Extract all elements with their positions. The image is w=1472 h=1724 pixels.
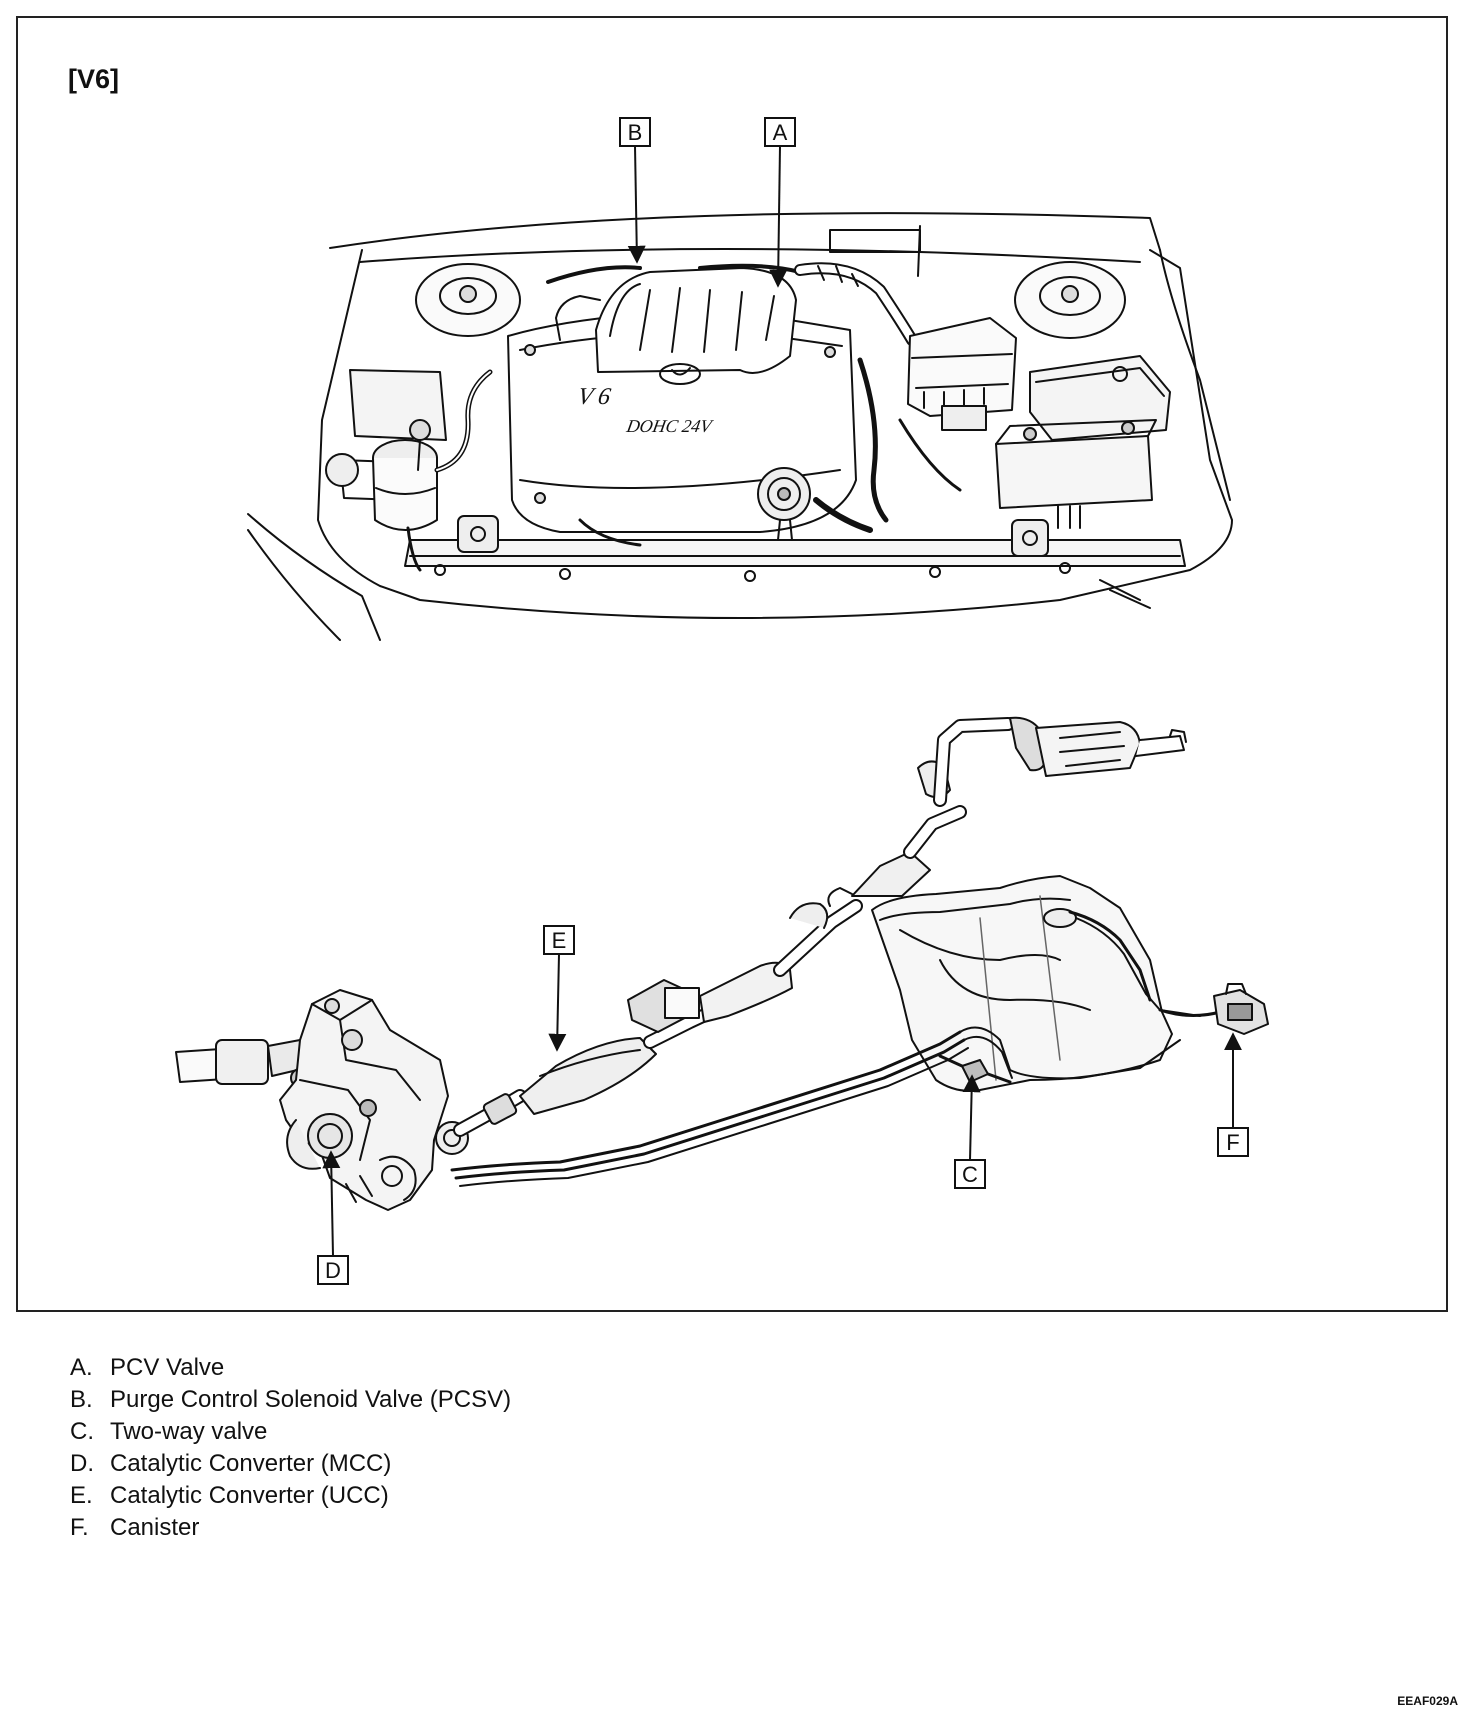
callout-e-letter: E [552, 928, 567, 953]
callout-a-letter: A [773, 120, 788, 145]
legend-key-b: B. [70, 1386, 93, 1413]
exhaust-fuel-illustration [175, 716, 1269, 1211]
legend-item-a: A. PCV Valve [70, 1352, 511, 1384]
legend-label-c: Two-way valve [110, 1418, 268, 1445]
parts-legend: A. PCV Valve B. Purge Control Solenoid Val… [70, 1352, 511, 1544]
legend-item-b: B. Purge Control Solenoid Valve (PCSV) [70, 1384, 511, 1416]
legend-item-d: D. Catalytic Converter (MCC) [70, 1448, 511, 1480]
callout-d-letter: D [325, 1258, 341, 1283]
callout-d: D [317, 1150, 349, 1285]
callout-e: E [543, 925, 575, 1052]
callout-b-letter: B [628, 120, 643, 145]
callout-f: F [1217, 1032, 1249, 1157]
callout-b: B [619, 117, 651, 264]
figure-frame: [V6] [16, 16, 1448, 1312]
legend-item-e: E. Catalytic Converter (UCC) [70, 1480, 511, 1512]
legend-key-e: E. [70, 1482, 93, 1509]
callout-c-letter: C [962, 1162, 978, 1187]
legend-label-f: Canister [110, 1514, 200, 1541]
engine-cover-label-v6: V 6 [576, 383, 613, 410]
legend-label-a: PCV Valve [110, 1354, 225, 1381]
engine-variant-title: [V6] [68, 64, 120, 94]
legend-item-c: C. Two-way valve [70, 1416, 511, 1448]
engine-cover-label-dohc: DOHC 24V [624, 416, 715, 436]
legend-key-f: F. [70, 1514, 89, 1541]
legend-key-d: D. [70, 1450, 95, 1477]
figure-code: EEAF029A [1397, 1694, 1458, 1708]
legend-item-f: F. Canister [70, 1512, 511, 1544]
callout-f-letter: F [1226, 1130, 1239, 1155]
legend-key-a: A. [70, 1354, 93, 1381]
legend-key-c: C. [70, 1418, 95, 1445]
callout-a: A [764, 117, 796, 288]
legend-label-b: Purge Control Solenoid Valve (PCSV) [110, 1386, 512, 1413]
callout-c: C [954, 1074, 986, 1189]
legend-label-e: Catalytic Converter (UCC) [110, 1482, 389, 1509]
legend-label-d: Catalytic Converter (MCC) [110, 1450, 392, 1477]
engine-bay-illustration: V 6 DOHC 24V [247, 212, 1233, 641]
